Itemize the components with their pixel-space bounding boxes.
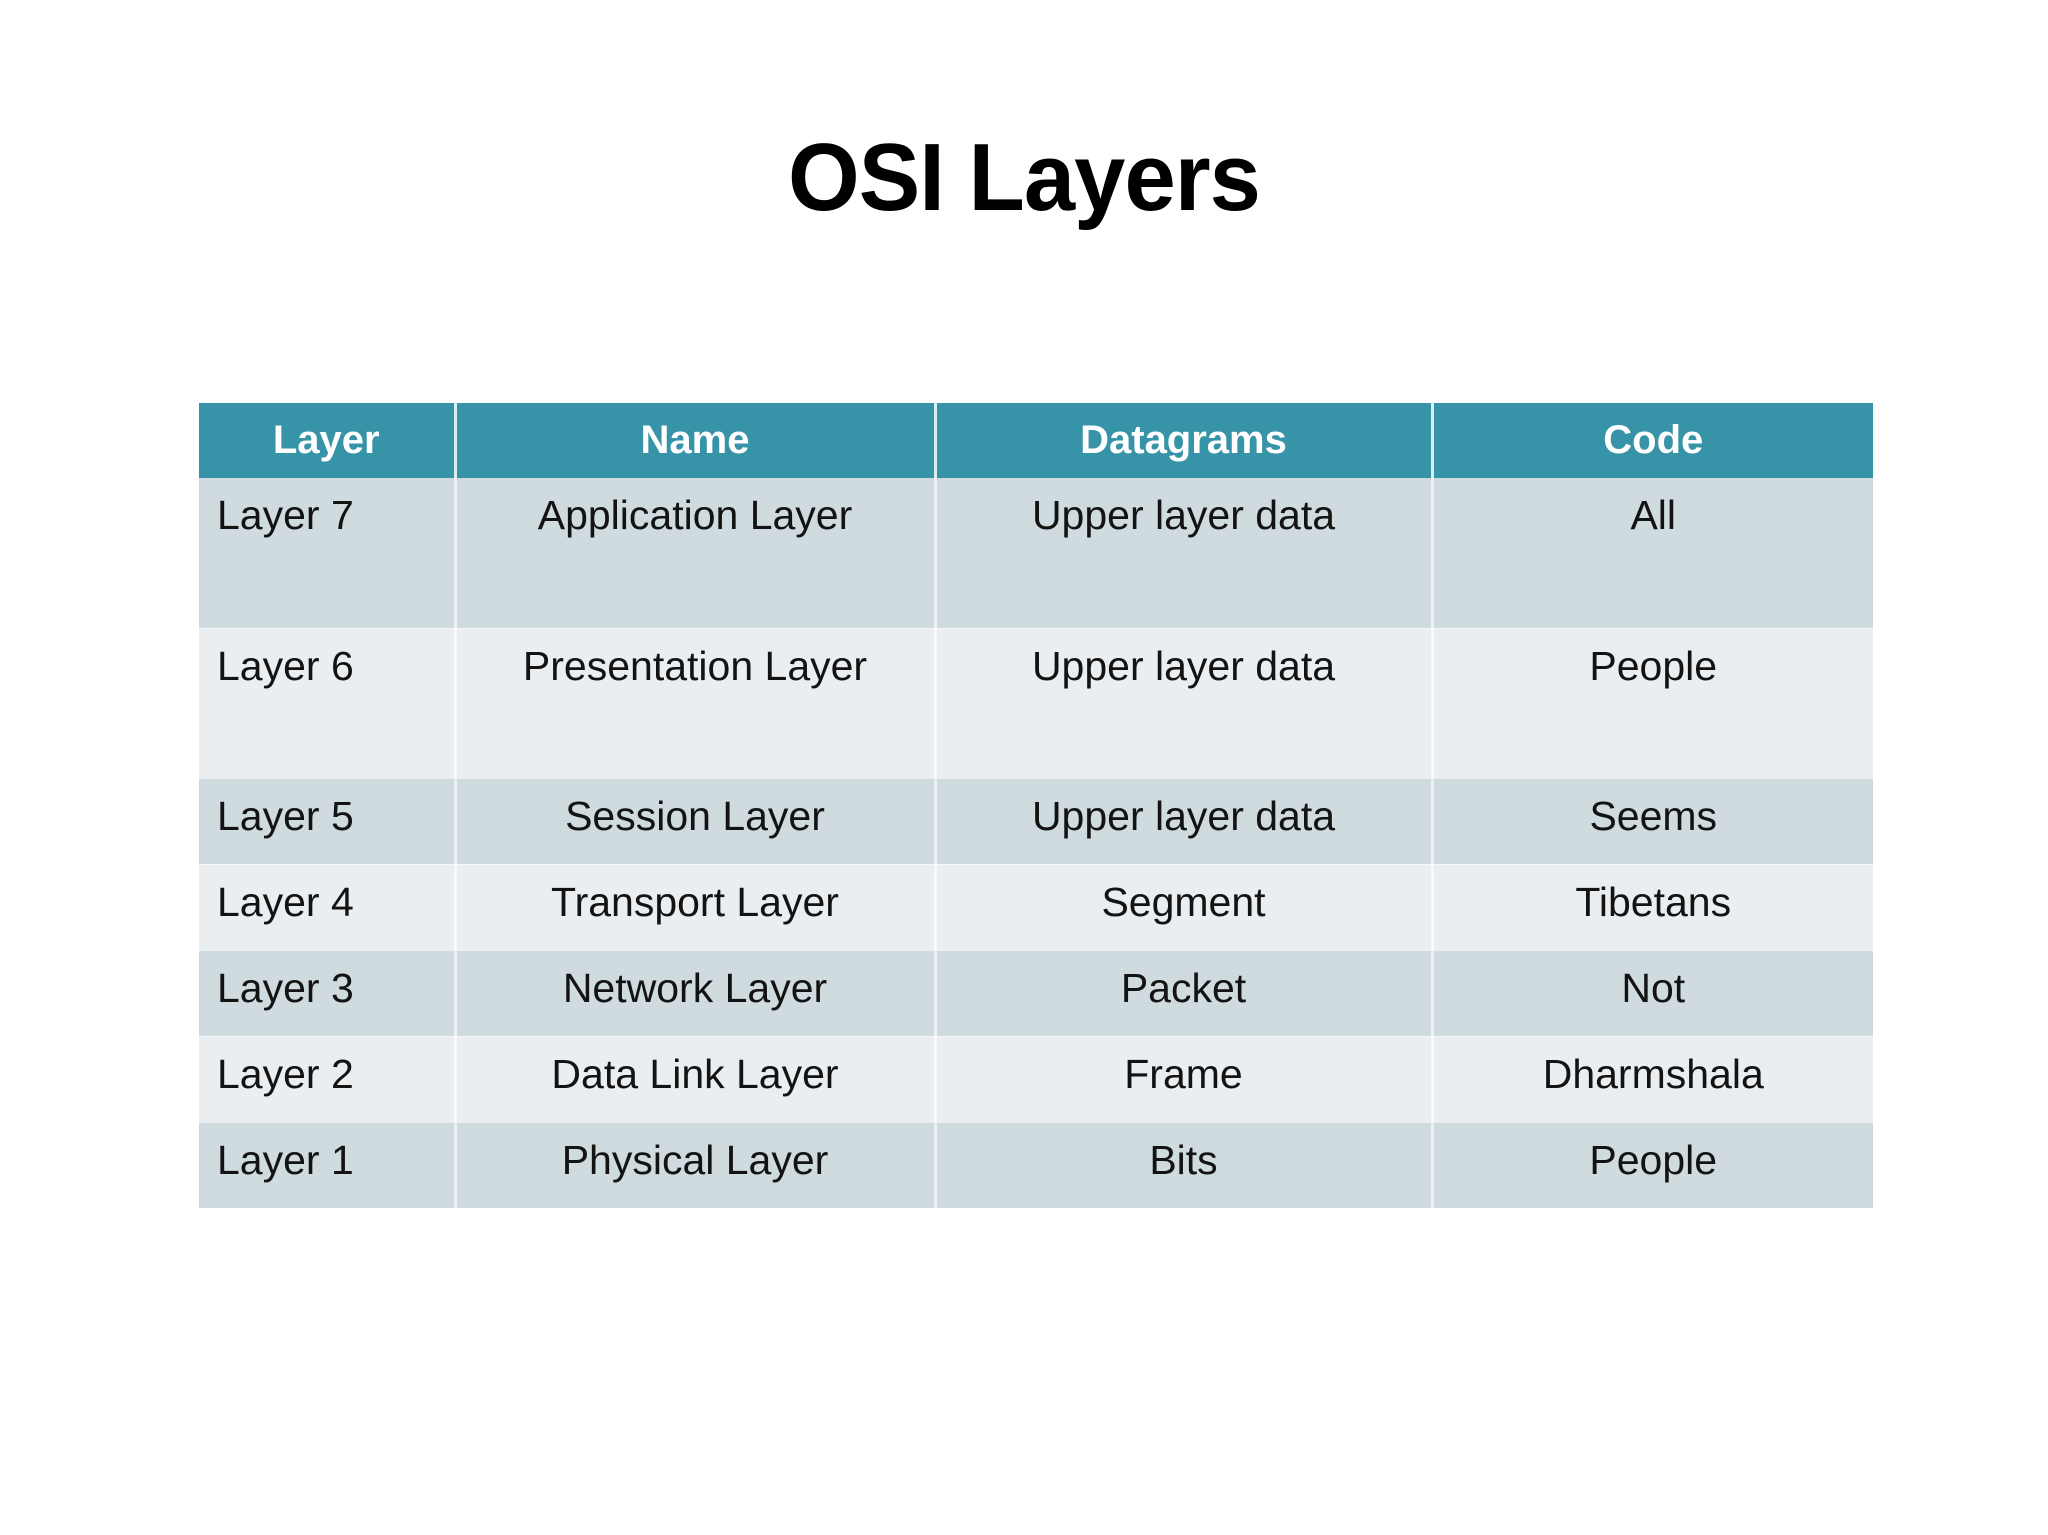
table-row: Layer 1 Physical Layer Bits People — [199, 1122, 1873, 1208]
cell-layer: Layer 6 — [199, 628, 457, 779]
table-header: Layer Name Datagrams Code — [199, 403, 1873, 478]
cell-layer: Layer 7 — [199, 478, 457, 629]
cell-name: Session Layer — [455, 778, 937, 865]
column-header-layer[interactable]: Layer — [199, 403, 457, 478]
cell-layer: Layer 3 — [199, 950, 457, 1037]
table-row: Layer 7 Application Layer Upper layer da… — [199, 478, 1873, 629]
cell-layer: Layer 2 — [199, 1036, 457, 1123]
cell-datagrams: Frame — [935, 1036, 1434, 1123]
table-header-row: Layer Name Datagrams Code — [199, 403, 1873, 478]
page-title: OSI Layers — [788, 124, 1261, 231]
cell-layer: Layer 4 — [199, 864, 457, 951]
cell-code: Tibetans — [1432, 864, 1873, 951]
column-header-code[interactable]: Code — [1432, 403, 1873, 478]
cell-name: Physical Layer — [455, 1122, 937, 1208]
osi-layers-table-container: Layer Name Datagrams Code Layer 7 Applic… — [199, 403, 1873, 1208]
cell-name: Application Layer — [455, 478, 937, 629]
column-header-datagrams[interactable]: Datagrams — [935, 403, 1434, 478]
cell-code: Not — [1432, 950, 1873, 1037]
cell-code: Dharmshala — [1432, 1036, 1873, 1123]
cell-name: Network Layer — [455, 950, 937, 1037]
cell-datagrams: Segment — [935, 864, 1434, 951]
table-row: Layer 3 Network Layer Packet Not — [199, 950, 1873, 1037]
cell-code: People — [1432, 628, 1873, 779]
osi-layers-table: Layer Name Datagrams Code Layer 7 Applic… — [199, 403, 1873, 1208]
cell-datagrams: Bits — [935, 1122, 1434, 1208]
table-row: Layer 5 Session Layer Upper layer data S… — [199, 778, 1873, 865]
cell-datagrams: Upper layer data — [935, 628, 1434, 779]
cell-code: People — [1432, 1122, 1873, 1208]
cell-datagrams: Packet — [935, 950, 1434, 1037]
cell-name: Presentation Layer — [455, 628, 937, 779]
cell-code: All — [1432, 478, 1873, 629]
cell-layer: Layer 5 — [199, 778, 457, 865]
cell-layer: Layer 1 — [199, 1122, 457, 1208]
cell-datagrams: Upper layer data — [935, 778, 1434, 865]
cell-code: Seems — [1432, 778, 1873, 865]
table-row: Layer 4 Transport Layer Segment Tibetans — [199, 864, 1873, 951]
cell-name: Data Link Layer — [455, 1036, 937, 1123]
cell-name: Transport Layer — [455, 864, 937, 951]
table-row: Layer 2 Data Link Layer Frame Dharmshala — [199, 1036, 1873, 1123]
column-header-name[interactable]: Name — [455, 403, 937, 478]
cell-datagrams: Upper layer data — [935, 478, 1434, 629]
table-body: Layer 7 Application Layer Upper layer da… — [199, 478, 1873, 1208]
table-row: Layer 6 Presentation Layer Upper layer d… — [199, 628, 1873, 779]
